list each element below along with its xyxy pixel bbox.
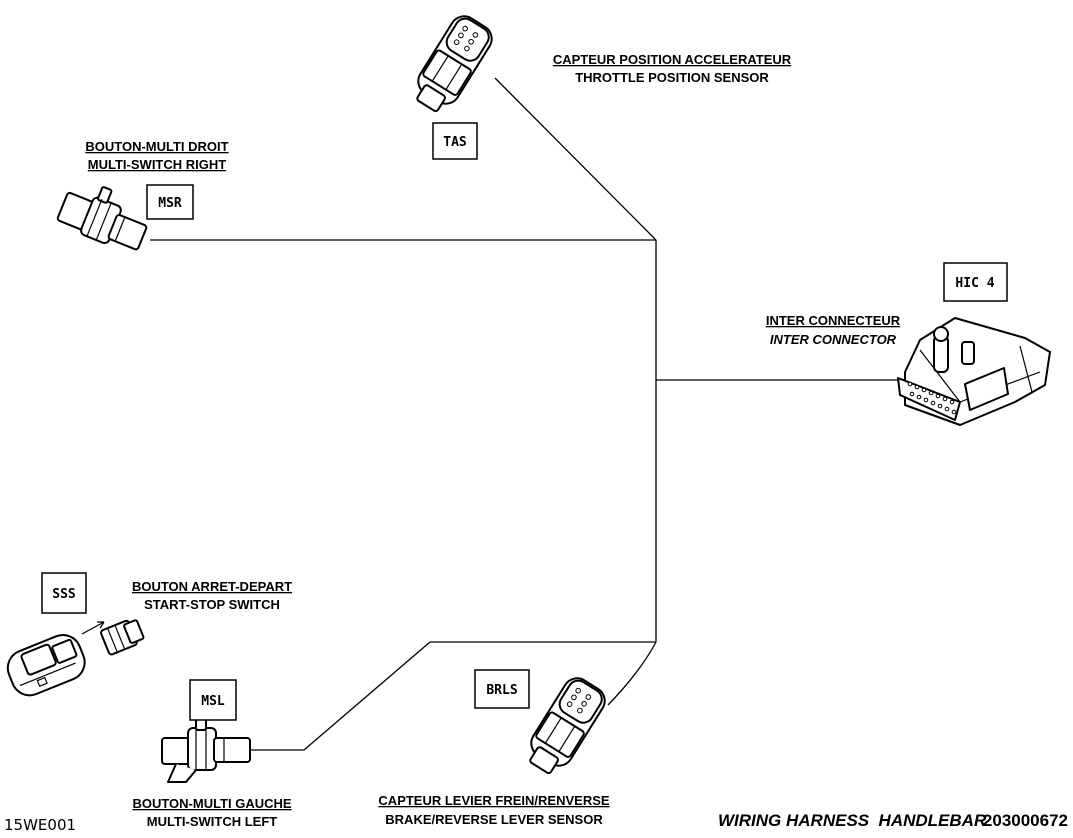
label-hic4-fr: INTER CONNECTEUR bbox=[766, 313, 901, 328]
label-brls-fr: CAPTEUR LEVIER FREIN/RENVERSE bbox=[378, 793, 609, 808]
harness-wires bbox=[150, 77, 900, 751]
figure-id: 15WE001 bbox=[4, 816, 76, 834]
tag-brls-text: BRLS bbox=[486, 683, 517, 698]
label-msr-en: MULTI-SWITCH RIGHT bbox=[88, 157, 226, 172]
label-msr-fr: BOUTON-MULTI DROIT bbox=[85, 139, 228, 154]
hic4-pins bbox=[907, 381, 957, 415]
msl-connector-drawing bbox=[161, 715, 251, 783]
label-hic4: INTER CONNECTEUR INTER CONNECTOR bbox=[766, 313, 901, 347]
tag-sss-text: SSS bbox=[52, 587, 76, 602]
label-tas-en: THROTTLE POSITION SENSOR bbox=[575, 70, 769, 85]
tas-connector-drawing bbox=[416, 15, 493, 113]
tag-msl-text: MSL bbox=[201, 694, 225, 709]
tag-msl: MSL bbox=[189, 679, 237, 721]
wire-brls bbox=[607, 641, 657, 706]
label-sss-en: START-STOP SWITCH bbox=[144, 597, 280, 612]
sss-connector-drawing bbox=[6, 619, 145, 697]
label-msr: BOUTON-MULTI DROIT MULTI-SWITCH RIGHT bbox=[85, 139, 228, 172]
label-msl-en: MULTI-SWITCH LEFT bbox=[147, 814, 278, 829]
brls-connector-drawing bbox=[529, 677, 606, 775]
label-sss-fr: BOUTON ARRET-DEPART bbox=[132, 579, 292, 594]
tag-brls: BRLS bbox=[474, 669, 530, 709]
label-msl: BOUTON-MULTI GAUCHE MULTI-SWITCH LEFT bbox=[132, 796, 291, 829]
label-msl-fr: BOUTON-MULTI GAUCHE bbox=[132, 796, 291, 811]
label-tas-fr: CAPTEUR POSITION ACCELERATEUR bbox=[553, 52, 792, 67]
label-sss: BOUTON ARRET-DEPART START-STOP SWITCH bbox=[132, 579, 292, 612]
sss-arrow bbox=[81, 621, 105, 635]
tag-msr-text: MSR bbox=[158, 196, 182, 211]
wire-msl bbox=[303, 641, 431, 751]
footer-part-number: 203000672 bbox=[983, 811, 1068, 830]
wire-tas bbox=[494, 77, 657, 241]
hic4-connector-drawing bbox=[897, 317, 1051, 426]
tag-msr: MSR bbox=[146, 184, 194, 220]
footer-title: WIRING HARNESS HANDLEBAR bbox=[718, 811, 987, 830]
tag-tas: TAS bbox=[432, 122, 478, 160]
label-brls-en: BRAKE/REVERSE LEVER SENSOR bbox=[385, 812, 603, 827]
msr-connector-drawing bbox=[56, 186, 148, 251]
tag-hic4-text: HIC 4 bbox=[955, 276, 994, 291]
tag-sss: SSS bbox=[41, 572, 87, 614]
tag-tas-text: TAS bbox=[443, 135, 467, 150]
label-tas: CAPTEUR POSITION ACCELERATEUR THROTTLE P… bbox=[553, 52, 792, 85]
label-hic4-en: INTER CONNECTOR bbox=[770, 332, 897, 347]
tag-hic4: HIC 4 bbox=[943, 262, 1008, 302]
label-brls: CAPTEUR LEVIER FREIN/RENVERSE BRAKE/REVE… bbox=[378, 793, 609, 827]
